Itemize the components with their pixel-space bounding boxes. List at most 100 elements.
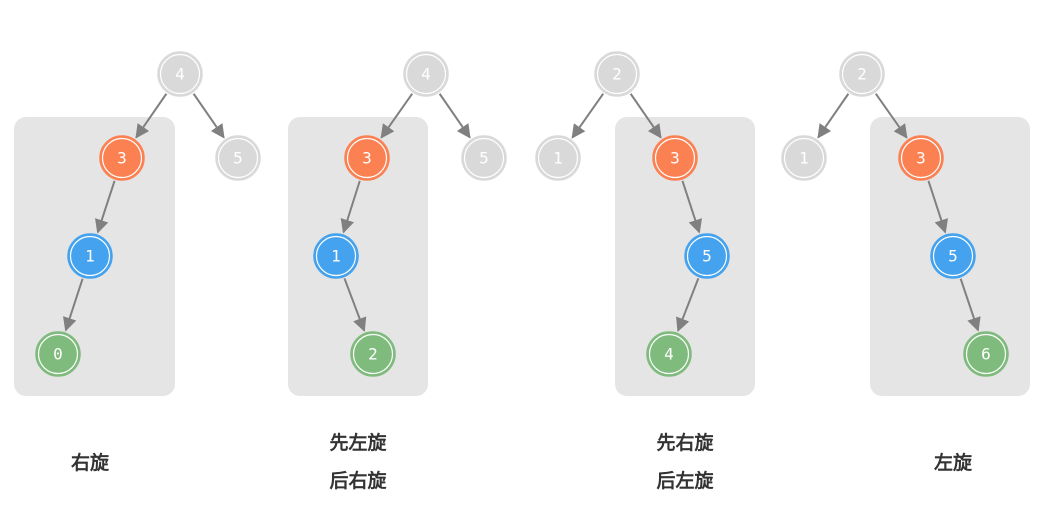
tree-edge-arrow: [681, 180, 702, 234]
node-label: 5: [702, 247, 712, 266]
node-circle: [35, 331, 81, 377]
node-label: 3: [362, 149, 372, 168]
tree-edge-arrow: [571, 93, 605, 139]
node-circle: [963, 331, 1009, 377]
node-ring: [69, 235, 111, 277]
node-circle: [898, 135, 944, 181]
node-circle: [157, 51, 203, 97]
tree-node-gray: 2: [594, 51, 640, 97]
node-circle: [461, 135, 507, 181]
node-ring: [932, 235, 974, 277]
node-circle: [839, 51, 885, 97]
node-circle: [646, 331, 692, 377]
tree-node-green: 0: [35, 331, 81, 377]
tree-edge-arrow: [95, 180, 116, 234]
node-label: 1: [799, 149, 809, 168]
node-label: 4: [664, 345, 674, 364]
tree-node-blue: 1: [313, 233, 359, 279]
tree-edge-arrow: [135, 93, 168, 139]
tree-node-gray: 5: [461, 135, 507, 181]
node-label: 2: [857, 65, 867, 84]
node-circle: [403, 51, 449, 97]
tree-node-orange: 3: [898, 135, 944, 181]
node-ring: [217, 137, 259, 179]
node-label: 1: [85, 247, 95, 266]
tree-edge-arrow: [380, 93, 414, 139]
node-ring: [654, 137, 696, 179]
caption-line: 右旋: [70, 452, 109, 474]
node-label: 3: [670, 149, 680, 168]
node-label: 3: [916, 149, 926, 168]
node-circle: [215, 135, 261, 181]
caption-left-rotation: 左旋: [873, 444, 1033, 482]
caption-line: 后左旋: [656, 470, 714, 492]
node-ring: [159, 53, 201, 95]
caption-line: 先右旋: [656, 432, 714, 454]
caption-left-right-rotation: 先左旋 后右旋: [278, 424, 438, 500]
node-ring: [101, 137, 143, 179]
node-ring: [463, 137, 505, 179]
tree-edge-arrow: [343, 278, 367, 332]
tree-node-blue: 1: [67, 233, 113, 279]
tree-edge-arrow: [874, 93, 908, 139]
tree-node-green: 4: [646, 331, 692, 377]
node-ring: [537, 137, 579, 179]
node-circle: [930, 233, 976, 279]
node-label: 2: [612, 65, 622, 84]
node-label: 6: [981, 345, 991, 364]
node-circle: [535, 135, 581, 181]
node-circle: [350, 331, 396, 377]
tree-edge-arrow: [340, 180, 361, 234]
node-circle: [313, 233, 359, 279]
node-label: 4: [175, 65, 185, 84]
tree-edge-arrow: [959, 278, 981, 332]
node-circle: [652, 135, 698, 181]
tree-edge-arrow: [927, 180, 948, 234]
node-label: 1: [553, 149, 563, 168]
node-circle: [67, 233, 113, 279]
node-ring: [405, 53, 447, 95]
node-label: 2: [368, 345, 378, 364]
tree-node-orange: 3: [652, 135, 698, 181]
node-ring: [783, 137, 825, 179]
tree-node-green: 2: [350, 331, 396, 377]
node-circle: [344, 135, 390, 181]
tree-node-green: 6: [963, 331, 1009, 377]
node-label: 5: [479, 149, 489, 168]
node-circle: [684, 233, 730, 279]
tree-node-gray: 1: [535, 135, 581, 181]
node-ring: [315, 235, 357, 277]
tree-node-orange: 3: [344, 135, 390, 181]
node-label: 1: [331, 247, 341, 266]
tree-node-gray: 1: [781, 135, 827, 181]
tree-node-gray: 5: [215, 135, 261, 181]
node-circle: [99, 135, 145, 181]
node-label: 5: [948, 247, 958, 266]
node-label: 0: [53, 345, 63, 364]
caption-line: 左旋: [933, 452, 972, 474]
node-ring: [352, 333, 394, 375]
tree-node-blue: 5: [684, 233, 730, 279]
caption-line: 先左旋: [329, 432, 387, 454]
node-circle: [594, 51, 640, 97]
tree-edge-arrow: [676, 278, 700, 332]
node-ring: [686, 235, 728, 277]
tree-node-orange: 3: [99, 135, 145, 181]
node-ring: [965, 333, 1007, 375]
node-circle: [781, 135, 827, 181]
caption-right-left-rotation: 先右旋 后左旋: [605, 424, 765, 500]
tree-node-gray: 2: [839, 51, 885, 97]
tree-edge-arrow: [192, 93, 225, 139]
tree-node-gray: 4: [157, 51, 203, 97]
node-ring: [648, 333, 690, 375]
tree-edge-arrow: [438, 93, 471, 139]
node-ring: [596, 53, 638, 95]
node-label: 5: [233, 149, 243, 168]
tree-edge-arrow: [817, 93, 850, 139]
node-ring: [346, 137, 388, 179]
node-ring: [900, 137, 942, 179]
node-label: 3: [117, 149, 127, 168]
caption-line: 后右旋: [329, 470, 387, 492]
